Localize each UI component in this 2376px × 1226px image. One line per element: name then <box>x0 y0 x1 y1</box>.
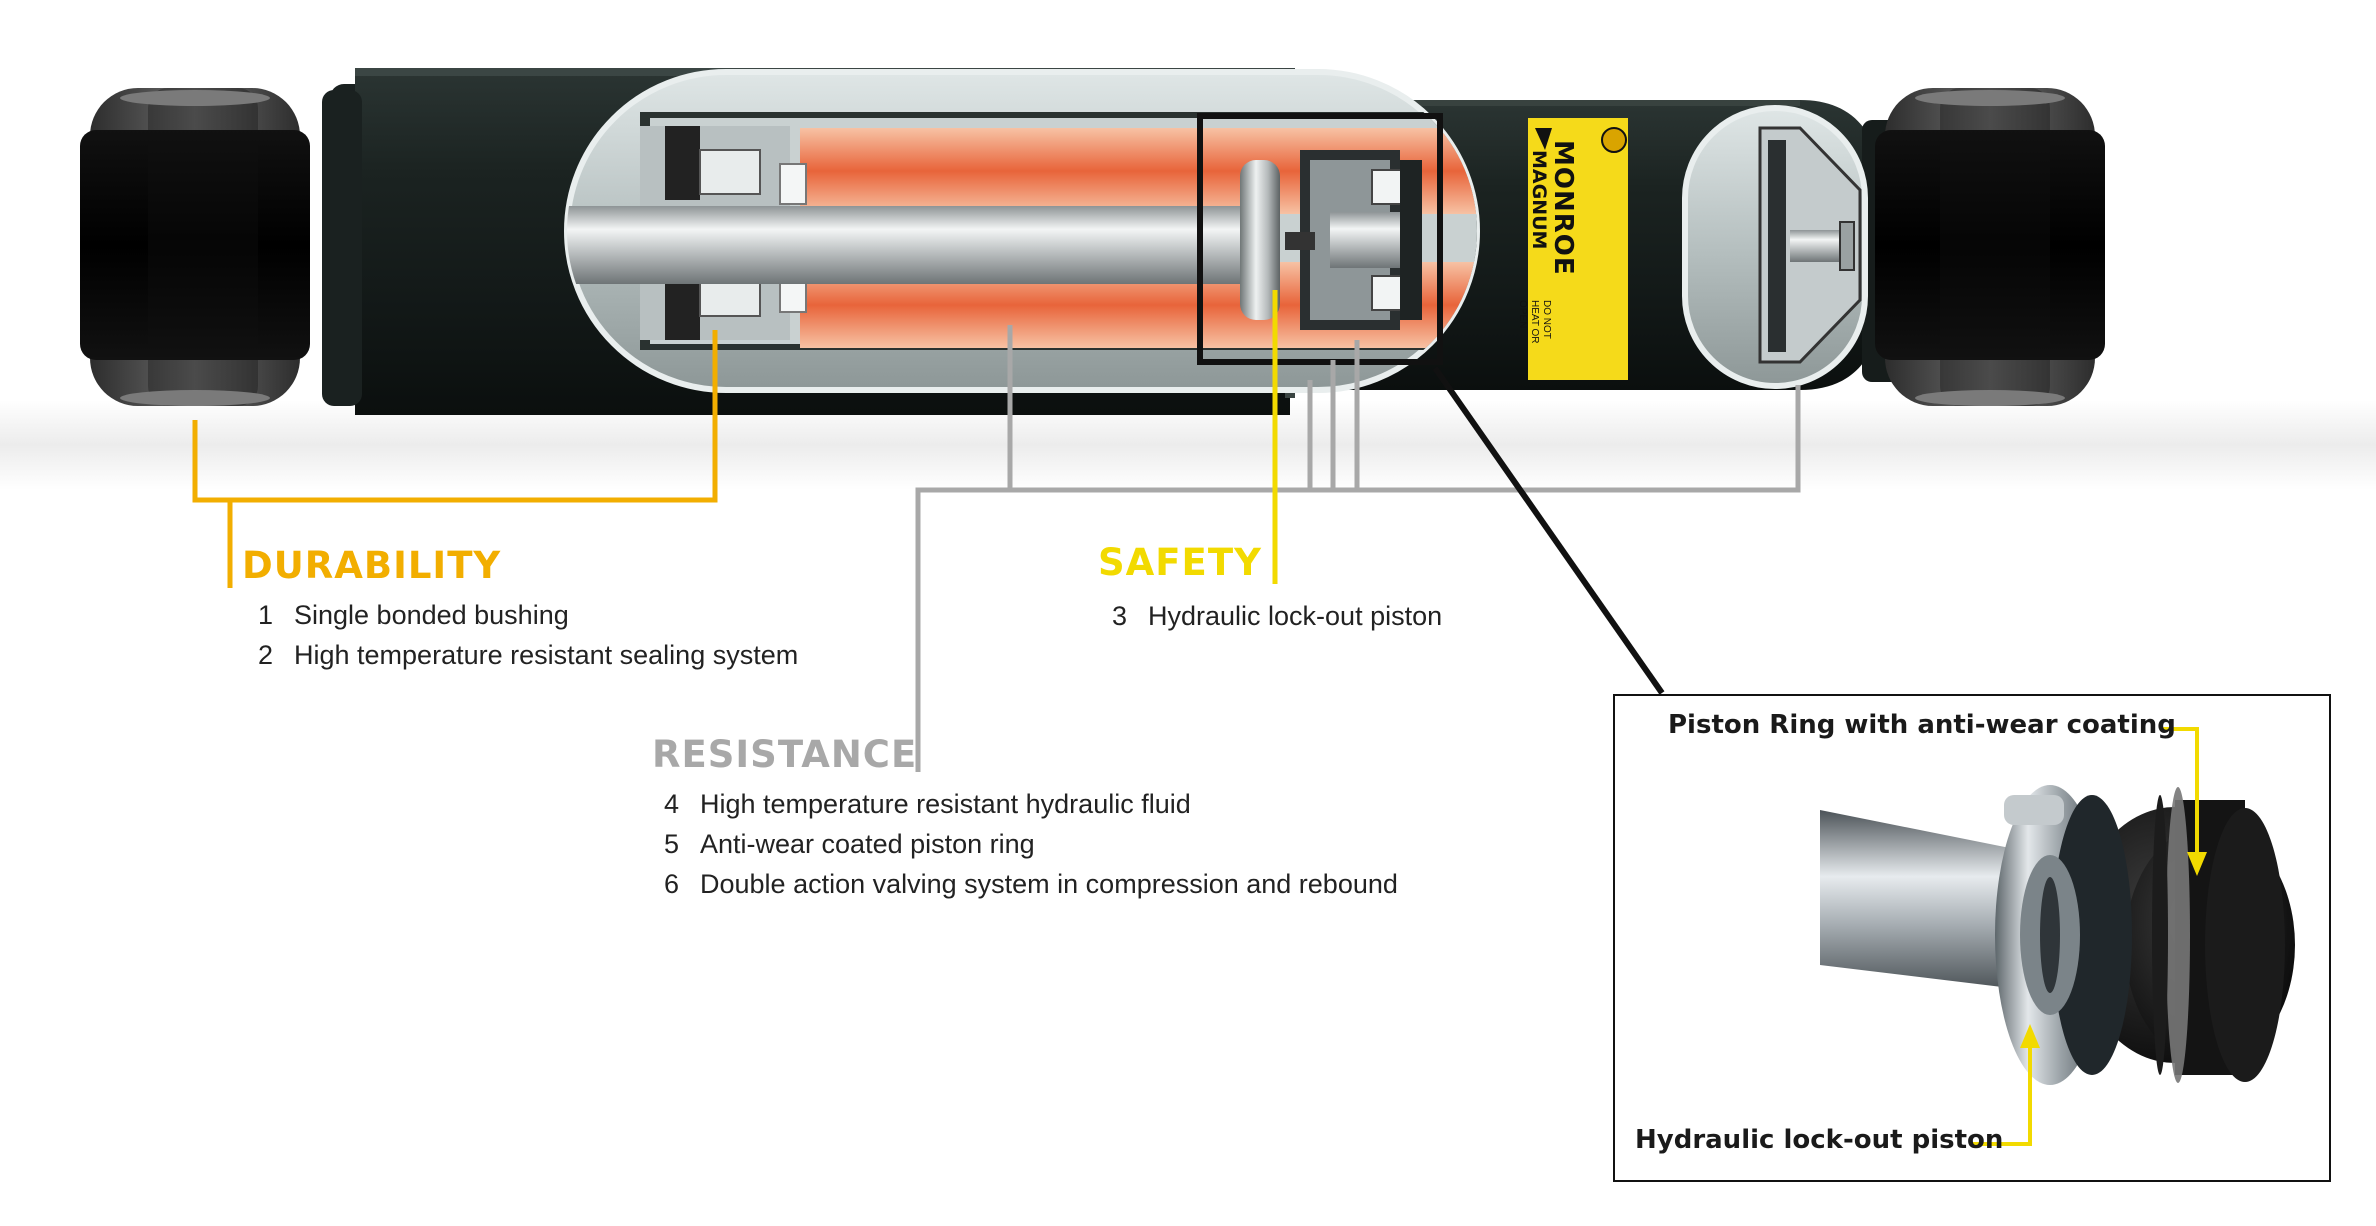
inset-bottom-label: Hydraulic lock-out piston <box>1635 1125 2004 1155</box>
inset-connector-line <box>1432 366 1665 695</box>
brand-name: MONROE <box>1548 140 1578 276</box>
model-name: MAGNUM <box>1528 150 1550 250</box>
durability-heading: DURABILITY <box>242 544 502 587</box>
inset-arrows <box>1970 727 2199 1146</box>
right-bushing <box>1875 88 2105 406</box>
product-label <box>1528 118 1628 380</box>
warning-text: DO NOT HEAT OR OPEN <box>1517 300 1552 344</box>
arrow-down-icon <box>2187 852 2207 876</box>
base-valve-window <box>1682 105 1868 389</box>
lock-out-piston <box>1240 160 1280 320</box>
resistance-leader-lines <box>915 325 1801 772</box>
piston-rod <box>567 206 1240 284</box>
inset-piston-photo <box>1820 785 2295 1085</box>
durability-leader-lines <box>192 330 718 588</box>
safety-heading: SAFETY <box>1098 541 1262 584</box>
arrow-up-icon <box>2020 1024 2040 1048</box>
left-bushing <box>80 88 310 406</box>
cutaway-window <box>564 69 1480 393</box>
resistance-heading: RESISTANCE <box>652 733 918 776</box>
inset-top-label: Piston Ring with anti-wear coating <box>1668 710 2176 740</box>
piston-highlight-box <box>1197 113 1443 365</box>
